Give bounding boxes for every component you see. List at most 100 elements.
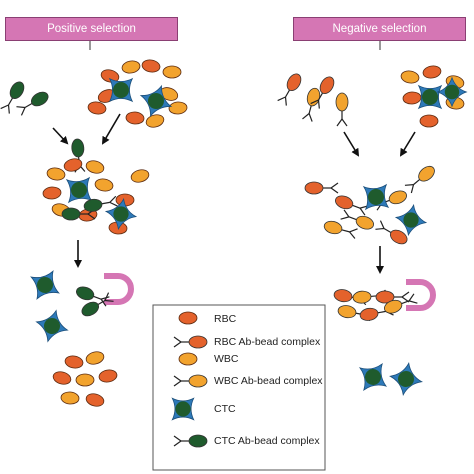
wbc-ab-bead-complex xyxy=(340,209,374,230)
rbc-ab-bead-complex xyxy=(375,220,408,245)
ctc-cell xyxy=(108,77,134,103)
wbc-cell xyxy=(121,60,141,74)
rbc-cell xyxy=(52,371,72,385)
ctc-ab-bead-complex xyxy=(173,434,208,448)
bead xyxy=(323,220,343,235)
positive-selection-title: Positive selection xyxy=(47,23,136,35)
antibody-arm xyxy=(336,118,343,127)
antibody-arm xyxy=(317,99,320,109)
ctc-cell xyxy=(394,203,428,237)
antibody-arm xyxy=(308,113,313,122)
antibody-arm xyxy=(173,336,182,343)
wbc-cell xyxy=(162,65,182,79)
antibody-arm xyxy=(109,201,118,207)
ctc-nucleus xyxy=(422,89,438,105)
bead xyxy=(375,290,395,304)
ctc-nucleus xyxy=(398,371,414,387)
legend-icons xyxy=(171,311,208,448)
bead xyxy=(30,91,49,107)
bead xyxy=(418,165,435,182)
wbc-cell xyxy=(85,351,105,365)
flow-arrow xyxy=(52,127,69,145)
bead xyxy=(388,190,407,205)
antibody-arm xyxy=(7,104,10,114)
flow-arrow xyxy=(101,113,121,145)
ctc-nucleus xyxy=(368,189,384,205)
bead xyxy=(76,286,95,301)
antibody-arm xyxy=(349,231,356,239)
ctc-ab-bead-complex xyxy=(76,286,110,307)
ctc-cell xyxy=(436,76,468,108)
antibody-arm xyxy=(284,96,287,106)
ctc-nucleus xyxy=(71,182,87,198)
ctc-cell xyxy=(35,309,69,343)
bead xyxy=(384,299,403,314)
antibody-arm xyxy=(173,341,182,348)
rbc-ab-bead-complex xyxy=(304,181,339,195)
antibody-arm xyxy=(375,227,385,230)
ctc-nucleus xyxy=(37,277,53,293)
rbc-cell xyxy=(100,69,120,83)
rbc-cell xyxy=(64,355,84,369)
bead xyxy=(71,138,85,158)
bead xyxy=(188,335,208,349)
antibody-arm xyxy=(20,107,26,116)
bead xyxy=(81,301,100,317)
bead xyxy=(333,289,353,303)
rbc-cell xyxy=(98,369,118,383)
ctc-nucleus xyxy=(44,318,60,334)
antibody-arm xyxy=(341,118,348,127)
antibody-arm xyxy=(330,182,339,189)
antibody-arm xyxy=(0,104,9,110)
negative-selection-title: Negative selection xyxy=(332,23,427,35)
rbc-ab-bead-complex xyxy=(335,195,369,216)
antibody-arm xyxy=(408,300,418,304)
antibody-arm xyxy=(343,209,350,218)
ctc-nucleus xyxy=(365,369,381,385)
antibody-arm xyxy=(173,435,182,442)
wbc-cell xyxy=(85,160,105,174)
ctc-cell xyxy=(171,397,195,421)
rbc-cell xyxy=(42,186,62,200)
bead xyxy=(352,290,372,304)
wbc-ab-bead-complex xyxy=(335,92,349,127)
bead xyxy=(359,307,379,321)
rbc-cell xyxy=(419,114,439,128)
antibody-arm xyxy=(104,299,114,302)
bead xyxy=(304,181,324,195)
flow-arrows xyxy=(52,113,416,274)
antibody-arm xyxy=(410,184,415,194)
wbc-ab-bead-complex xyxy=(404,165,435,194)
antibody-arm xyxy=(408,293,415,302)
ctc-nucleus xyxy=(403,212,419,228)
ctc-cell xyxy=(139,84,173,118)
antibody-arm xyxy=(173,380,182,387)
ctc-cell xyxy=(358,362,388,392)
wbc-ab-bead-complex xyxy=(173,374,208,388)
legend-label-rbc: RBC xyxy=(214,313,237,325)
rbc-ab-bead-complex xyxy=(310,76,335,109)
magnets xyxy=(104,273,436,311)
legend-label-wbc: WBC xyxy=(214,353,239,365)
antibody-arm xyxy=(173,440,182,447)
ctc-ab-bead-complex xyxy=(0,81,25,114)
flow-arrow xyxy=(343,131,360,157)
bead xyxy=(319,76,335,95)
bead xyxy=(335,92,349,112)
bead xyxy=(286,73,302,92)
wbc-ab-bead-complex xyxy=(323,220,358,239)
antibody-arm xyxy=(401,291,410,298)
antibody-arm xyxy=(340,216,350,220)
ctc-nucleus xyxy=(113,82,129,98)
legend-label-ctc: CTC xyxy=(214,403,236,415)
magnet xyxy=(104,273,134,305)
wbc-cell xyxy=(178,352,198,366)
antibody-arm xyxy=(104,292,110,301)
antibody-arm xyxy=(100,296,110,300)
wbc-cell xyxy=(168,101,188,115)
ctc-ab-bead-complex xyxy=(81,292,114,317)
wbc-cell xyxy=(145,114,165,128)
wbc-cell xyxy=(94,178,114,192)
cells xyxy=(0,59,468,407)
